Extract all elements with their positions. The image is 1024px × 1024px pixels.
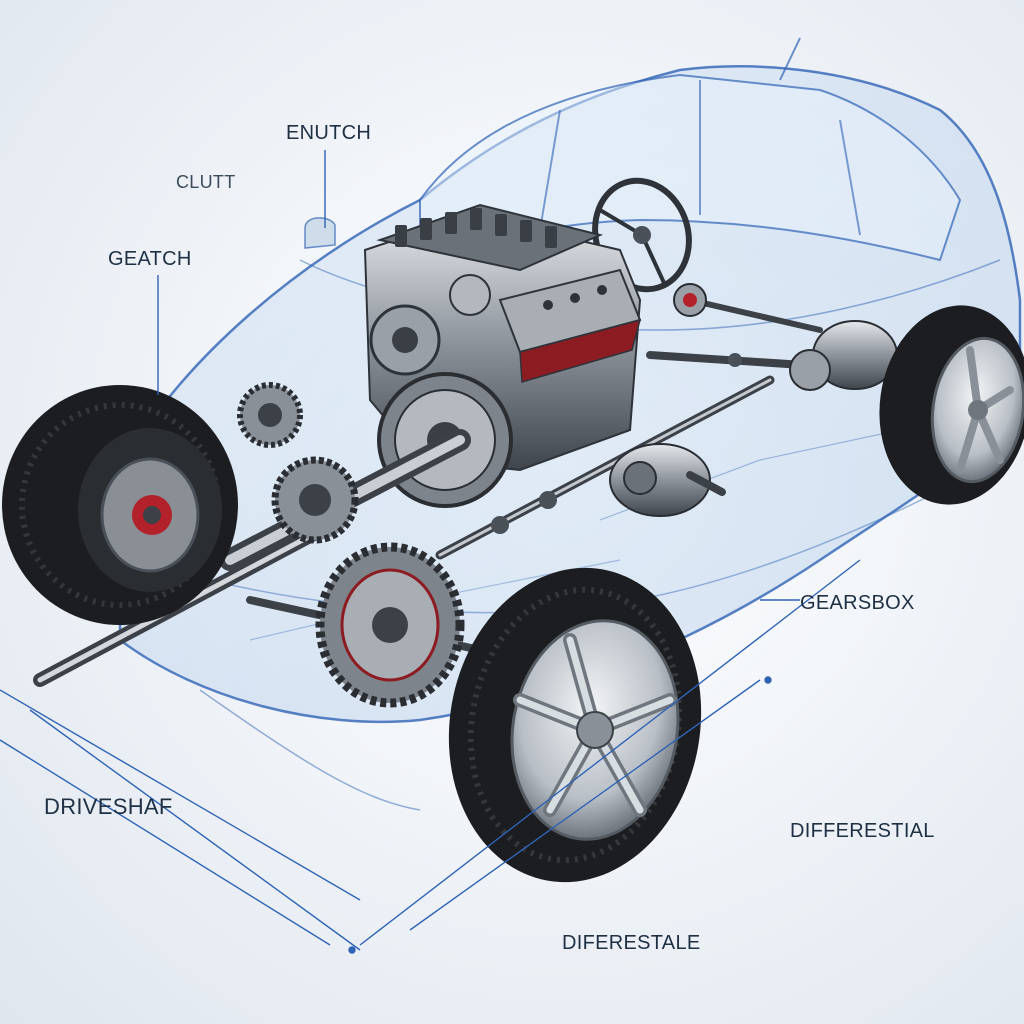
front-gears	[237, 382, 465, 708]
center-diff	[609, 443, 726, 517]
dimension-lines	[0, 150, 861, 954]
front-left-wheel	[2, 385, 238, 625]
front-right-wheel	[448, 567, 702, 883]
label-differestial: DIFFERESTIAL	[790, 820, 935, 842]
rear-right-wheel	[879, 305, 1024, 505]
label-enutch: ENUTCH	[286, 122, 372, 144]
label-clutt: CLUTT	[176, 172, 236, 192]
label-driveshaft: DRIVESHAF	[44, 794, 173, 819]
label-geatch: GEATCH	[108, 248, 192, 270]
rear-diff	[673, 283, 898, 391]
label-diferestale: DIFERESTALE	[562, 932, 701, 954]
label-gearsbox: GEARSBOX	[800, 592, 915, 614]
